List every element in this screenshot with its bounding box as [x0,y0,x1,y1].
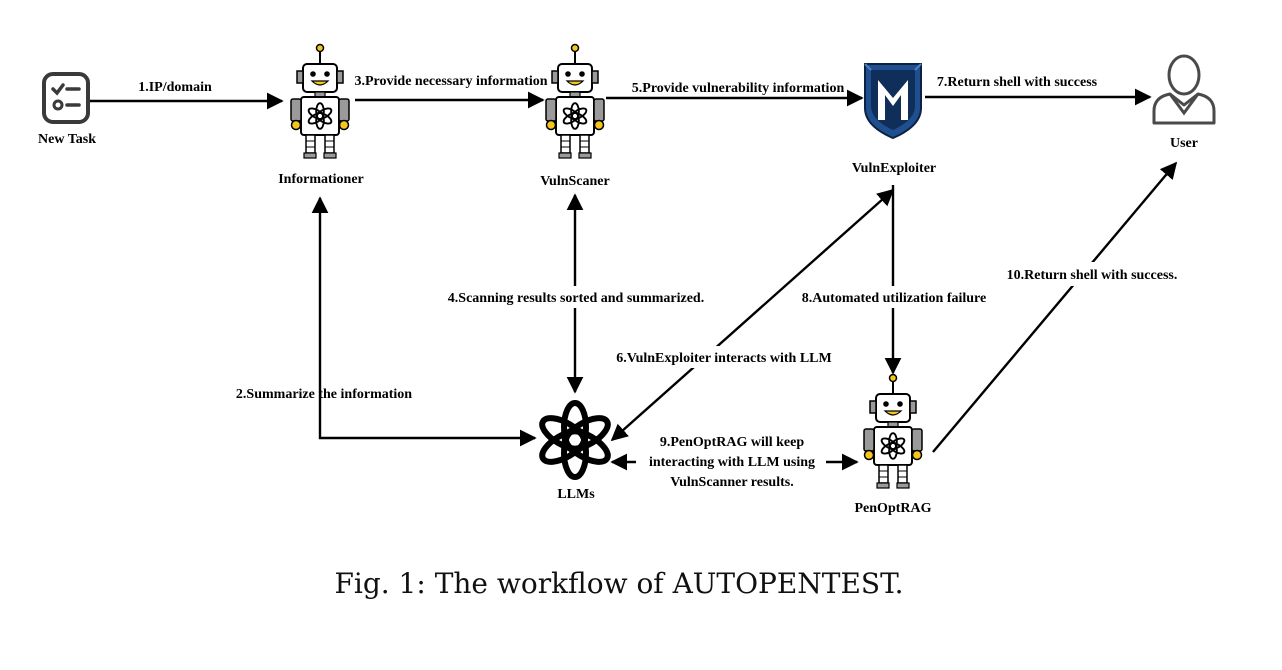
edge-6 [610,188,895,442]
node-user: User [1170,136,1198,151]
node-informationer: Informationer [278,172,364,187]
edge-label-3: 3.Provide necessary information [355,74,548,89]
user-icon [1152,54,1216,125]
openai-icon [537,403,612,477]
vulnscaner-robot-icon [546,45,604,159]
edge-label-9a: 9.PenOptRAG will keep [660,435,804,450]
edge-label-6: 6.VulnExploiter interacts with LLM [616,351,831,366]
edge-label-4: 4.Scanning results sorted and summarized… [448,291,704,306]
edge-10 [932,161,1178,453]
node-new-task: New Task [38,132,96,147]
node-llms: LLMs [557,487,595,502]
metasploit-icon [864,63,922,140]
edge-label-8: 8.Automated utilization failure [802,291,986,306]
checklist-icon [42,72,90,124]
figure-caption: Fig. 1: The workflow of AUTOPENTEST. [334,567,903,600]
edge-label-1: 1.IP/domain [138,80,212,95]
node-vulnscaner: VulnScaner [540,174,610,189]
penoptrag-robot-icon [864,375,922,489]
informationer-robot-icon [291,45,349,159]
edge-label-7: 7.Return shell with success [937,75,1098,90]
edge-label-5: 5.Provide vulnerability information [632,81,845,96]
edge-label-2: 2.Summarize the information [236,387,412,402]
edge-2 [311,196,537,447]
edge-label-9b: interacting with LLM using [649,455,815,470]
edge-label-9c: VulnScanner results. [670,475,793,490]
node-vulnexploiter: VulnExploiter [852,161,936,176]
edge-label-10: 10.Return shell with success. [1007,268,1178,283]
node-penoptrag: PenOptRAG [855,501,932,516]
